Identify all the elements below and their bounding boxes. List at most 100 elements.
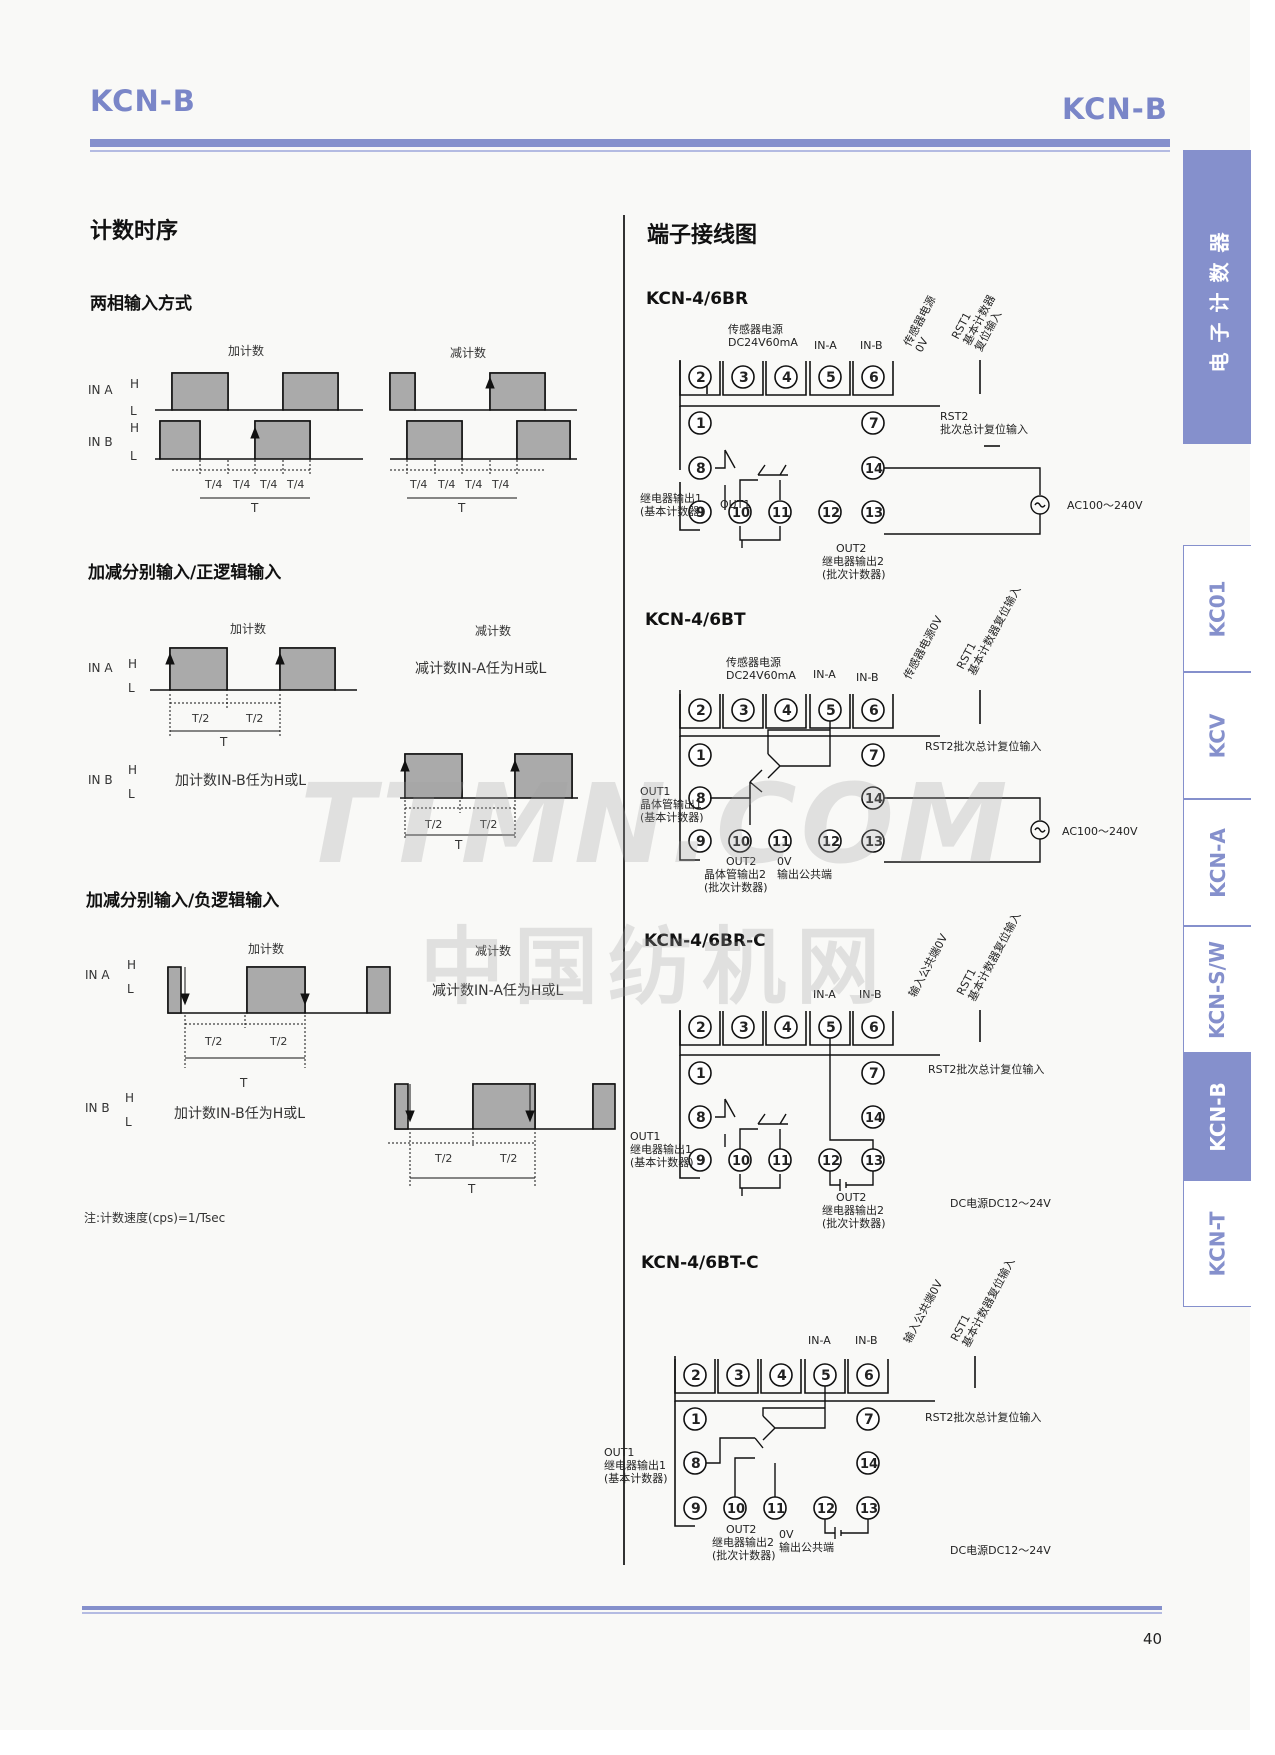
pulse	[406, 420, 463, 460]
footer-rule	[82, 1606, 1162, 1610]
terminal-row-bottom: 9 10 11 12 13	[688, 500, 885, 524]
header-rule	[90, 139, 1170, 147]
label-quarter: T/4	[259, 478, 277, 491]
label-rst2-desc: 批次总计复位输入	[940, 422, 1028, 436]
label-l: L	[128, 787, 135, 801]
label-l: L	[128, 681, 135, 695]
label-rst1-desc: 基本计数器复位输入	[959, 1256, 1018, 1350]
header-rule-thin	[90, 150, 1170, 152]
pulse	[169, 647, 228, 691]
svg-text:13: 13	[860, 1502, 878, 1517]
label-h: H	[128, 657, 137, 671]
svg-text:3: 3	[739, 370, 749, 386]
tab-kcn-sw[interactable]: KCN-S/W	[1183, 926, 1251, 1053]
svg-text:14: 14	[865, 462, 883, 477]
label-sensor-spec: DC24V60mA	[726, 669, 796, 682]
header-right-title: KCN-B	[1062, 92, 1168, 126]
label-batch-counter: (批次计数器)	[822, 567, 886, 581]
down-count-note: 减计数IN-A任为H或L	[415, 661, 546, 677]
svg-text:11: 11	[772, 835, 790, 850]
pulse	[159, 420, 201, 460]
label-half: T/2	[269, 1035, 287, 1048]
label-in-b: IN-B	[860, 339, 883, 352]
tab-kcn-b[interactable]: KCN-B	[1183, 1053, 1251, 1180]
wiring-title-bR-C: KCN-4/6BR-C	[644, 931, 766, 951]
svg-text:5: 5	[826, 1020, 836, 1036]
label-dc-power: DC电源DC12～24V	[950, 1543, 1051, 1557]
timing-diagram-pos-logic: 加计数 减计数 IN A H L 减计数IN-A任为H或L T/2 T/2 T …	[88, 621, 578, 852]
label-half: T/2	[191, 712, 209, 725]
label-half: T/2	[204, 1035, 222, 1048]
svg-text:13: 13	[865, 835, 883, 850]
tab-kc01[interactable]: KC01	[1183, 545, 1251, 672]
svg-text:9: 9	[691, 1501, 701, 1517]
label-out2: OUT2	[726, 1523, 756, 1536]
label-in-a: IN-A	[808, 1334, 831, 1347]
label-rst2-inline: RST2批次总计复位输入	[925, 1410, 1041, 1424]
svg-text:12: 12	[822, 835, 840, 850]
label-quarter: T/4	[409, 478, 427, 491]
label-half: T/2	[245, 712, 263, 725]
label-basic-counter: (基本计数器)	[604, 1471, 668, 1485]
tab-kcv[interactable]: KCV	[1183, 672, 1251, 799]
label-l: L	[125, 1115, 132, 1129]
label-out2: OUT2	[836, 542, 866, 555]
label-quarter: T/4	[491, 478, 509, 491]
svg-text:3: 3	[734, 1368, 744, 1384]
tab-electronic-counter[interactable]: 电子计数器	[1183, 150, 1251, 444]
label-l: L	[130, 404, 137, 418]
tab-kcn-a[interactable]: KCN-A	[1183, 799, 1251, 926]
up-count-note: 加计数IN-B任为H或L	[175, 773, 306, 789]
label-in-a: IN A	[88, 661, 113, 675]
tab-kcn-t[interactable]: KCN-T	[1183, 1180, 1251, 1307]
pulse	[489, 372, 546, 411]
pulse	[472, 1083, 536, 1130]
label-in-a: IN-A	[814, 339, 837, 352]
svg-text:10: 10	[732, 506, 750, 521]
label-in-a: IN-A	[813, 668, 836, 681]
svg-text:12: 12	[817, 1502, 835, 1517]
label-up-count: 加计数	[228, 343, 264, 358]
pulse	[246, 966, 306, 1014]
label-quarter: T/4	[286, 478, 304, 491]
svg-text:10: 10	[727, 1502, 745, 1517]
svg-text:4: 4	[782, 370, 792, 386]
timing-diagram-neg-logic: 加计数 减计数 IN A H L 减计数IN-A任为H或L T/2 T/2 T …	[85, 941, 616, 1196]
terminal-row-top: 2 3 4 5 6	[679, 360, 894, 396]
label-out2: OUT2	[836, 1191, 866, 1204]
label-down-count: 减计数	[475, 623, 511, 638]
svg-text:11: 11	[767, 1502, 785, 1517]
column-divider	[623, 215, 625, 1565]
wiring-diagrams: 传感器电源 DC24V60mA IN-A IN-B 传感器电源 0V RST1 …	[604, 292, 1143, 1562]
pulse	[516, 420, 571, 460]
down-count-note: 减计数IN-A任为H或L	[432, 983, 563, 999]
label-out1: OUT1	[720, 498, 750, 511]
timing-two-phase-title: 两相输入方式	[90, 294, 192, 314]
label-in-common-0v: 输入公共端0V	[900, 1277, 945, 1345]
pulse	[279, 647, 336, 691]
label-out1: OUT1	[630, 1130, 660, 1143]
label-batch-counter: (批次计数器)	[822, 1216, 886, 1230]
label-relay-out2: 继电器输出2	[712, 1535, 774, 1549]
wiring-title-bR: KCN-4/6BR	[646, 289, 749, 309]
label-0v: 0V	[913, 335, 932, 354]
label-basic-counter: (基本计数器)	[640, 504, 704, 518]
svg-text:13: 13	[865, 506, 883, 521]
label-half: T/2	[434, 1152, 452, 1165]
wiring-title-bT-C: KCN-4/6BT-C	[641, 1253, 759, 1273]
label-in-a: IN A	[88, 383, 113, 397]
svg-text:1: 1	[696, 748, 706, 764]
label-basic-counter: (基本计数器)	[630, 1155, 694, 1169]
label-h: H	[125, 1091, 134, 1105]
timing-pos-logic-title: 加减分别输入/正逻辑输入	[88, 563, 282, 583]
label-rst2-inline: RST2批次总计复位输入	[925, 739, 1041, 753]
pulse	[592, 1083, 616, 1130]
svg-text:2: 2	[696, 370, 706, 386]
svg-text:10: 10	[732, 1154, 750, 1169]
pulse	[167, 966, 182, 1014]
label-half: T/2	[499, 1152, 517, 1165]
label-tr-out2: 晶体管输出2	[704, 867, 766, 881]
svg-text:6: 6	[864, 1368, 874, 1384]
svg-text:2: 2	[691, 1368, 701, 1384]
label-relay-out1: 继电器输出1	[640, 491, 702, 505]
